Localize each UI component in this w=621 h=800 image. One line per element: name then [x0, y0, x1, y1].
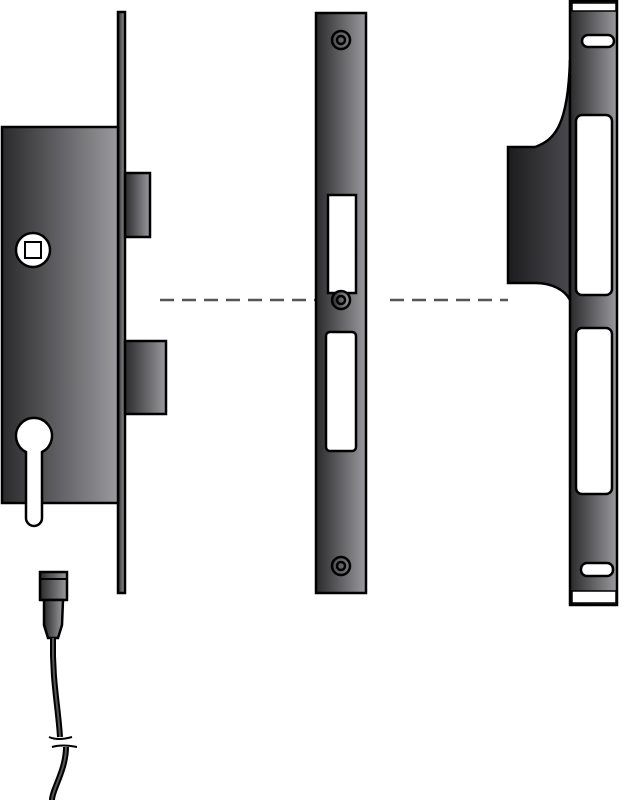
strike-slot-lower: [324, 330, 358, 453]
mounting-slot-bottom: [579, 561, 615, 578]
connector-plug: [38, 570, 69, 602]
strike-slot-upper: [326, 193, 358, 295]
strike-plate: [314, 11, 368, 595]
strike-box: [506, 59, 572, 301]
bolt-window: [574, 326, 614, 496]
latch-bolt: [123, 171, 152, 239]
box-strike-plate: [568, 0, 619, 607]
spindle-square: [24, 241, 42, 259]
dead-bolt: [123, 339, 168, 416]
mortise-lock: [0, 10, 168, 595]
latch-window: [574, 113, 614, 297]
screw-hole-icon: [330, 29, 352, 577]
box-strike: [506, 0, 619, 607]
connector-cable: [38, 570, 78, 800]
cylinder-keyhole-icon: [14, 416, 54, 528]
mounting-slot-top: [580, 33, 616, 49]
